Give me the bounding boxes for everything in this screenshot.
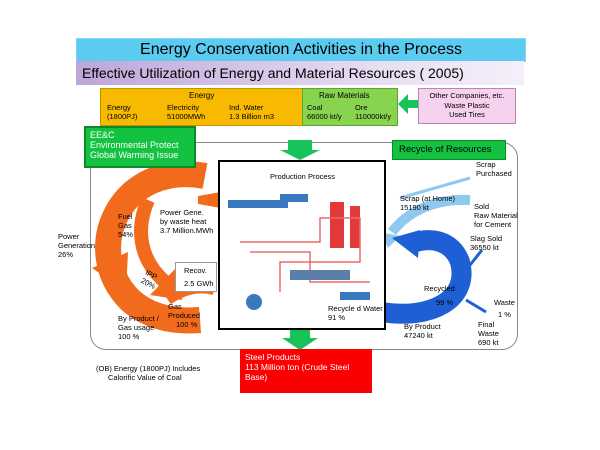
blast-furnace: [330, 202, 344, 248]
production-process-box: Production Process: [218, 160, 386, 330]
finishing-line: [340, 292, 370, 300]
waste-arrow: [465, 298, 487, 314]
rolling-mill: [290, 270, 350, 280]
scrap-home-label: Scrap (at Home)15190 kt: [400, 194, 456, 212]
by-product-loop-arrow: [380, 230, 472, 324]
recycle-of-resources-label: Recycle of Resources: [392, 140, 506, 160]
by-product-arrowhead: [392, 230, 420, 258]
coke-oven-unit: [228, 200, 288, 208]
other-companies-arrow: [398, 94, 418, 114]
power-generation-arrowhead: [92, 252, 128, 292]
scrap-purchased-arrow: [399, 176, 471, 200]
energy-heading: Energy: [189, 91, 215, 100]
fuel-gas-arrow: [134, 197, 170, 288]
output-down-arrow: [282, 330, 318, 350]
slag-sold-arrow: [464, 249, 484, 271]
production-process-title: Production Process: [270, 172, 336, 181]
recovery-label: Recov.2.5 GWh: [175, 262, 217, 292]
sinter-unit: [280, 194, 308, 202]
energy-loop-arrow: [95, 161, 208, 334]
page-subtitle: Effective Utilization of Energy and Mate…: [76, 61, 524, 85]
input-down-arrow: [280, 140, 320, 160]
process-piping-lower: [250, 251, 370, 283]
scrap-return-arrow: [388, 194, 471, 236]
hot-stove: [350, 206, 360, 248]
raw-materials-heading: Raw Materials: [319, 91, 370, 100]
plant-illustration: [228, 194, 370, 310]
energy-label: Energy(1800PJ): [107, 103, 138, 121]
converter: [246, 294, 262, 310]
process-piping: [240, 217, 361, 292]
page-title: Energy Conservation Activities in the Pr…: [76, 38, 526, 62]
